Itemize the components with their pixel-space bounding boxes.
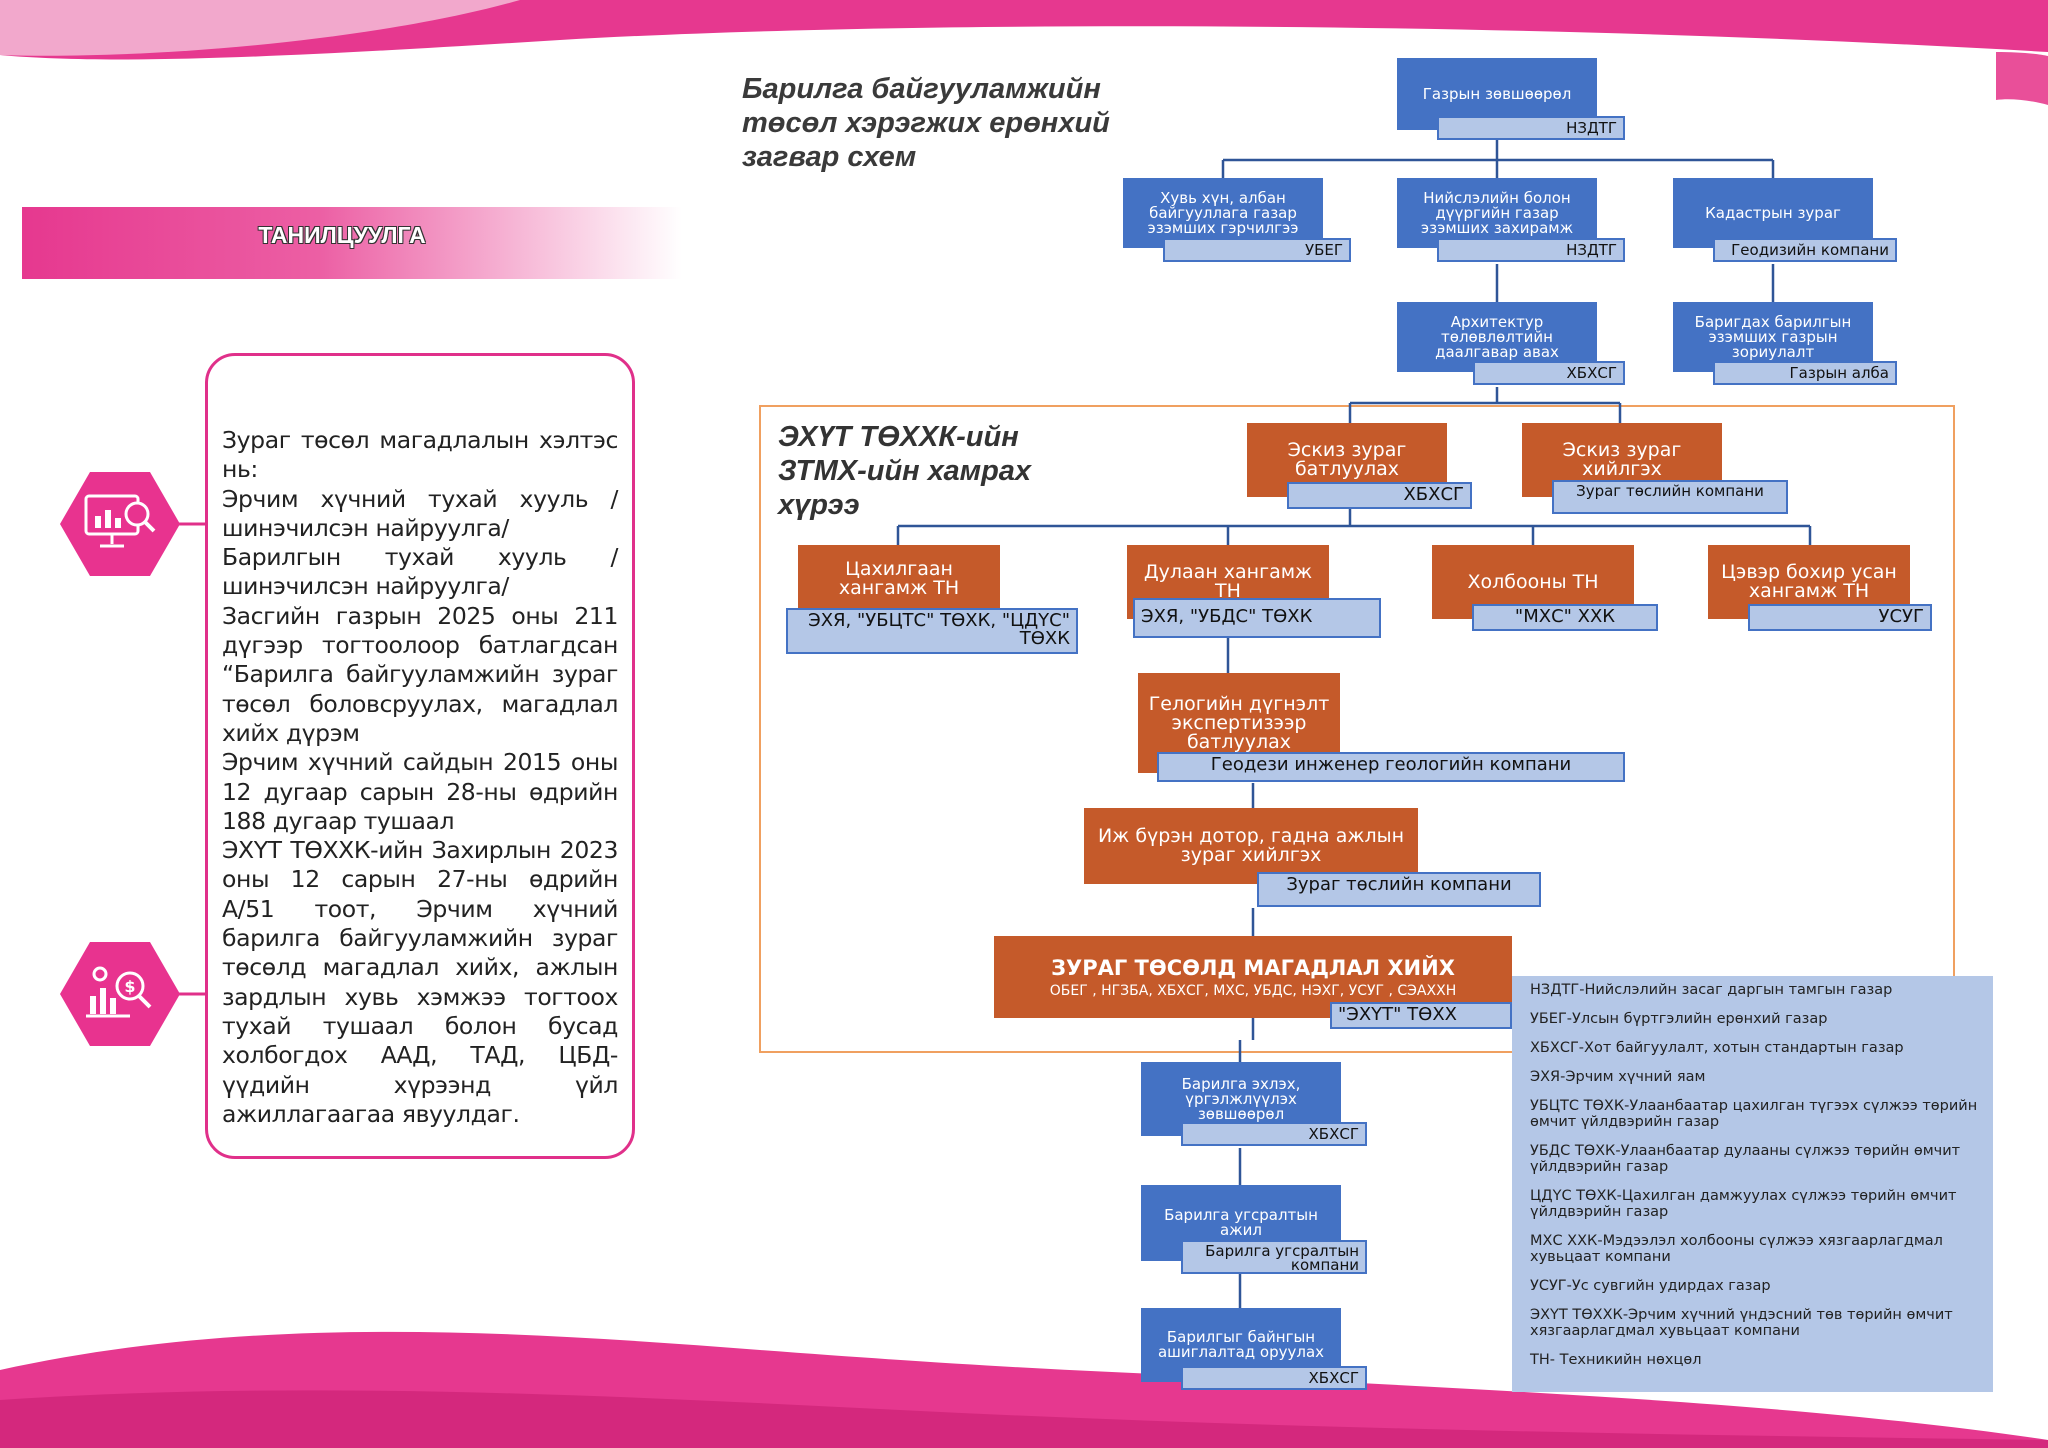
- node-water-tc-org: УСУГ: [1748, 604, 1932, 631]
- legend-item: ЦДҮС ТӨХК-Цахилган дамжуулах сүлжээ төри…: [1530, 1188, 1957, 1220]
- intro-paragraph: ЭХҮТ ТӨХХК-ийн Захирлын 2023 оны 12 сары…: [222, 836, 618, 1128]
- legend-item: ХБХСГ-Хот байгуулалт, хотын стандартын г…: [1530, 1040, 1904, 1056]
- intro-paragraph: Зураг төсөл магадлалын хэлтэс нь:: [222, 426, 618, 484]
- node-heating-tc-org: ЭХЯ, "УБДС" ТӨХК: [1133, 598, 1381, 638]
- abbreviation-legend: НЗДТГ-Нийслэлийн засаг даргын тамгын газ…: [1512, 976, 1993, 1392]
- node-communication-tc-org: "МХС" ХХК: [1472, 604, 1658, 631]
- node-architecture-task-org: ХБХСГ: [1473, 361, 1625, 385]
- legend-item: ТН- Техникийн нөхцөл: [1530, 1352, 1702, 1368]
- diagram-title-line: загвар схем: [742, 141, 917, 173]
- legend-item: УБЕГ-Улсын бүртгэлийн ерөнхий газар: [1530, 1011, 1828, 1027]
- node-full-drawing: Иж бүрэн дотор, гадна ажлын зураг хийлгэ…: [1084, 808, 1418, 884]
- scope-title: ЭХҮТ ТӨХХК-ийн ЗТМХ-ийн хамрах хүрээ: [778, 420, 1031, 522]
- legend-item: УБДС ТӨХК-Улаанбаатар дулааны сүлжээ төр…: [1530, 1143, 1961, 1175]
- node-land-certificate-org: УБЕГ: [1163, 238, 1351, 262]
- node-land-certificate: Хувь хүн, албан байгууллага газар эзэмши…: [1123, 178, 1323, 248]
- intro-paragraph: Засгийн газрын 2025 оны 211 дүгээр тогто…: [222, 601, 618, 747]
- header-band: [22, 207, 682, 279]
- scope-frame: [759, 405, 1955, 1053]
- intro-text: Зураг төсөл магадлалын хэлтэс нь: Эрчим …: [222, 426, 618, 1129]
- node-design-review-agencies: ОБЕГ , НГЗБА, ХБХСГ, МХС, УБДС, НЭХГ, УС…: [1049, 983, 1457, 999]
- node-construction-work-org: Барилга угсралтын компани: [1181, 1240, 1367, 1274]
- intro-paragraph: Барилгын тухай хууль /шинэчилсэн найруул…: [222, 543, 618, 601]
- legend-item: МХС ХХК-Мэдээлэл холбооны сүлжээ хязгаар…: [1530, 1233, 1943, 1265]
- legend-item: УБЦТС ТӨХК-Улаанбаатар цахилган түгээх с…: [1530, 1098, 1978, 1130]
- intro-paragraph: Эрчим хүчний тухай хууль / шинэчилсэн на…: [222, 484, 618, 542]
- node-cadastral-map-org: Геодизийн компани: [1713, 238, 1897, 262]
- node-construction-permit-org: ХБХСГ: [1181, 1122, 1367, 1146]
- diagram-title-line: төсөл хэрэгжих ерөнхий: [742, 107, 1110, 139]
- node-electricity-tc: Цахилгаан хангамж ТН: [798, 545, 1000, 613]
- scope-title-line: ЗТМХ-ийн хамрах: [778, 455, 1032, 487]
- legend-item: ЭХҮТ ТӨХХК-Эрчим хүчний үндэсний төв төр…: [1530, 1307, 1953, 1339]
- node-full-drawing-org: Зураг төслийн компани: [1257, 872, 1541, 907]
- legend-item: УСУГ-Ус сувгийн удирдах газар: [1530, 1278, 1771, 1294]
- node-land-purpose: Баригдах барилгын эзэмших газрын зориула…: [1673, 302, 1873, 372]
- node-land-permit-org: НЗДТГ: [1437, 116, 1625, 140]
- intro-card: [205, 353, 635, 1159]
- node-commissioning-org: ХБХСГ: [1181, 1366, 1367, 1390]
- node-design-review-org: "ЭХҮТ" ТӨХХ: [1330, 1002, 1512, 1029]
- svg-text:$: $: [124, 977, 135, 996]
- node-land-purpose-org: Газрын алба: [1713, 361, 1897, 385]
- diagram-title: Барилга байгууламжийн төсөл хэрэгжих ерө…: [742, 72, 1110, 174]
- scope-title-line: ЭХҮТ ТӨХХК-ийн: [778, 421, 1019, 453]
- intro-paragraph: Эрчим хүчний сайдын 2015 оны 12 дугаар с…: [222, 748, 618, 835]
- node-sketch-drawing-org: Зураг төслийн компани: [1552, 480, 1788, 514]
- node-geology-expertise-org: Геодези инженер геологийн компани: [1157, 752, 1625, 782]
- node-land-decree-org: НЗДТГ: [1437, 238, 1625, 262]
- node-electricity-tc-org: ЭХЯ, "УБЦТС" ТӨХК, "ЦДҮС" ТӨХК: [786, 608, 1078, 654]
- scope-title-line: хүрээ: [778, 489, 860, 521]
- node-land-decree: Нийслэлийн болон дүүргийн газар эзэмших …: [1397, 178, 1597, 248]
- node-cadastral-map: Кадастрын зураг: [1673, 178, 1873, 248]
- legend-item: НЗДТГ-Нийслэлийн засаг даргын тамгын газ…: [1530, 982, 1893, 998]
- node-sketch-approval-org: ХБХСГ: [1287, 482, 1472, 509]
- page-header-title: ТАНИЛЦУУЛГА: [258, 222, 426, 248]
- node-design-review-label: ЗУРАГ ТӨСӨЛД МАГАДЛАЛ ХИЙХ: [1051, 956, 1455, 980]
- diagram-title-line: Барилга байгууламжийн: [742, 73, 1101, 105]
- legend-item: ЭХЯ-Эрчим хүчний яам: [1530, 1069, 1706, 1085]
- node-architecture-task: Архитектур төлөвлөлтийн даалгавар авах: [1397, 302, 1597, 372]
